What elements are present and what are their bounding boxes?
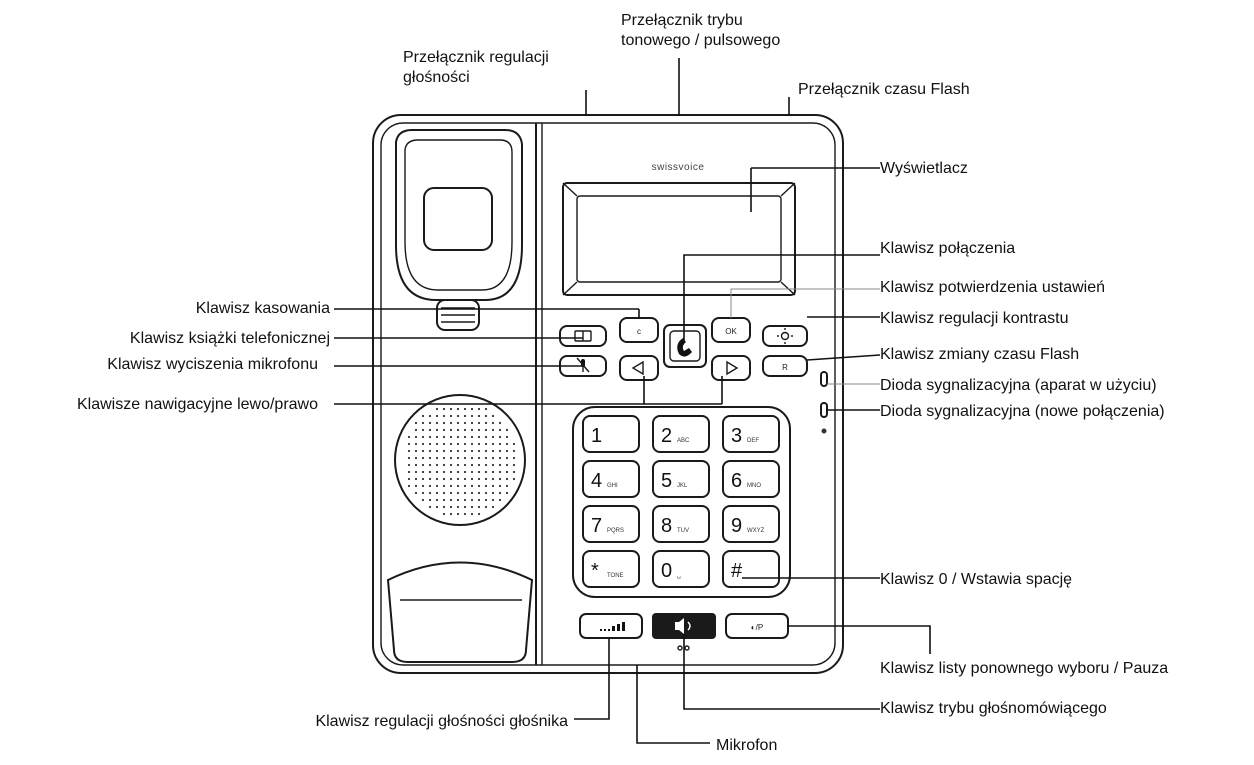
- label-display: Wyświetlacz: [880, 160, 968, 177]
- keypad-key-letters: ␣: [677, 573, 681, 579]
- keypad-key-letters: DEF: [747, 438, 759, 444]
- keypad-key-digit: 0: [661, 560, 672, 582]
- keypad-key-digit: 1: [591, 425, 602, 447]
- keypad-key-digit: *: [591, 560, 599, 582]
- keypad-key[interactable]: 0␣: [652, 550, 710, 588]
- keypad-key-letters: GHI: [607, 483, 618, 489]
- label-volume-switch-1: Przełącznik regulacji: [403, 49, 549, 66]
- labels: Przełącznik regulacji głośności Przełącz…: [77, 12, 1168, 754]
- keypad-key-digit: 2: [661, 425, 672, 447]
- phonebook-key[interactable]: [559, 325, 607, 347]
- keypad-key-letters: JKL: [677, 483, 688, 489]
- brand-logo: swissvoice: [652, 162, 705, 173]
- label-flash-time-switch: Przełącznik czasu Flash: [798, 81, 970, 98]
- label-mute-key: Klawisz wyciszenia mikrofonu: [107, 356, 318, 373]
- phone-body: [372, 114, 844, 674]
- label-call-key: Klawisz połączenia: [880, 240, 1015, 257]
- ok-key[interactable]: OK: [711, 317, 751, 343]
- arrow-right-icon: [726, 360, 739, 376]
- label-zero-key: Klawisz 0 / Wstawia spację: [880, 571, 1072, 588]
- redial-key-label: ◐/P: [751, 623, 763, 632]
- keypad-key-letters: TONE: [607, 573, 624, 579]
- label-delete-key: Klawisz kasowania: [196, 300, 330, 317]
- handset-icon: [677, 338, 692, 357]
- keypad-key-letters: TUV: [677, 528, 689, 534]
- label-flash-key: Klawisz zmiany czasu Flash: [880, 346, 1079, 363]
- left-nav-key[interactable]: [619, 355, 659, 381]
- keypad-key-letters: WXYZ: [747, 528, 765, 534]
- label-contrast-key: Klawisz regulacji kontrastu: [880, 310, 1069, 327]
- label-tone-pulse-1: Przełącznik trybu: [621, 12, 743, 29]
- speaker-icon: [675, 618, 691, 634]
- flash-key-label: R: [782, 363, 788, 372]
- microphone-mute-icon: [576, 357, 590, 373]
- keypad-key-digit: #: [731, 560, 743, 582]
- earpiece-rest: [386, 561, 534, 663]
- keypad-key[interactable]: 1: [582, 415, 640, 453]
- label-volume-switch-2: głośności: [403, 69, 470, 86]
- right-nav-key[interactable]: [711, 355, 751, 381]
- arrow-left-icon: [631, 360, 644, 376]
- contrast-icon: [777, 328, 793, 344]
- speaker-grille: [394, 394, 526, 526]
- label-confirm-key: Klawisz potwierdzenia ustawień: [880, 279, 1105, 296]
- contrast-key[interactable]: [762, 325, 808, 347]
- keypad-key[interactable]: #: [722, 550, 780, 588]
- keypad-key-letters: ABC: [677, 438, 690, 444]
- keypad-key-digit: 4: [591, 470, 602, 492]
- keypad-key-digit: 6: [731, 470, 742, 492]
- keypad-key-digit: 7: [591, 515, 602, 537]
- ok-key-label: OK: [725, 327, 737, 336]
- label-microphone: Mikrofon: [716, 737, 777, 754]
- keypad-key-digit: 5: [661, 470, 672, 492]
- keypad-key-letters: PQRS: [607, 528, 624, 534]
- label-handsfree-key: Klawisz trybu głośnomówiącego: [880, 700, 1107, 717]
- call-key[interactable]: [663, 324, 707, 368]
- microphone-hole: [677, 645, 690, 651]
- label-led-in-use: Dioda sygnalizacyjna (aparat w użyciu): [880, 377, 1157, 394]
- label-tone-pulse-2: tonowego / pulsowego: [621, 32, 780, 49]
- flash-key[interactable]: R: [762, 355, 808, 377]
- keypad-key[interactable]: * TONE: [582, 550, 640, 588]
- keypad-key-digit: 3: [731, 425, 742, 447]
- hook-switch: [436, 299, 480, 331]
- label-nav-keys: Klawisze nawigacyjne lewo/prawo: [77, 396, 318, 413]
- keypad-key-letters: MNO: [747, 483, 761, 489]
- label-redial-key: Klawisz listy ponownego wyboru / Pauza: [880, 660, 1168, 677]
- led-new-calls: [820, 402, 828, 434]
- keypad-key-digit: 9: [731, 515, 742, 537]
- delete-key-label: c: [637, 327, 641, 336]
- label-phonebook-key: Klawisz książki telefonicznej: [130, 330, 330, 347]
- redial-key[interactable]: ◐/P: [725, 613, 789, 639]
- volume-bars-icon: [600, 622, 625, 631]
- keypad-key-digit: 8: [661, 515, 672, 537]
- led-in-use: [820, 371, 828, 387]
- lcd-display: [562, 182, 796, 296]
- label-led-new-calls: Dioda sygnalizacyjna (nowe połączenia): [880, 403, 1165, 420]
- label-speaker-volume-key: Klawisz regulacji głośności głośnika: [315, 713, 568, 730]
- leader-lines: [334, 167, 931, 744]
- speaker-volume-key[interactable]: [579, 613, 643, 639]
- handset: [395, 129, 523, 331]
- delete-key[interactable]: c: [619, 317, 659, 343]
